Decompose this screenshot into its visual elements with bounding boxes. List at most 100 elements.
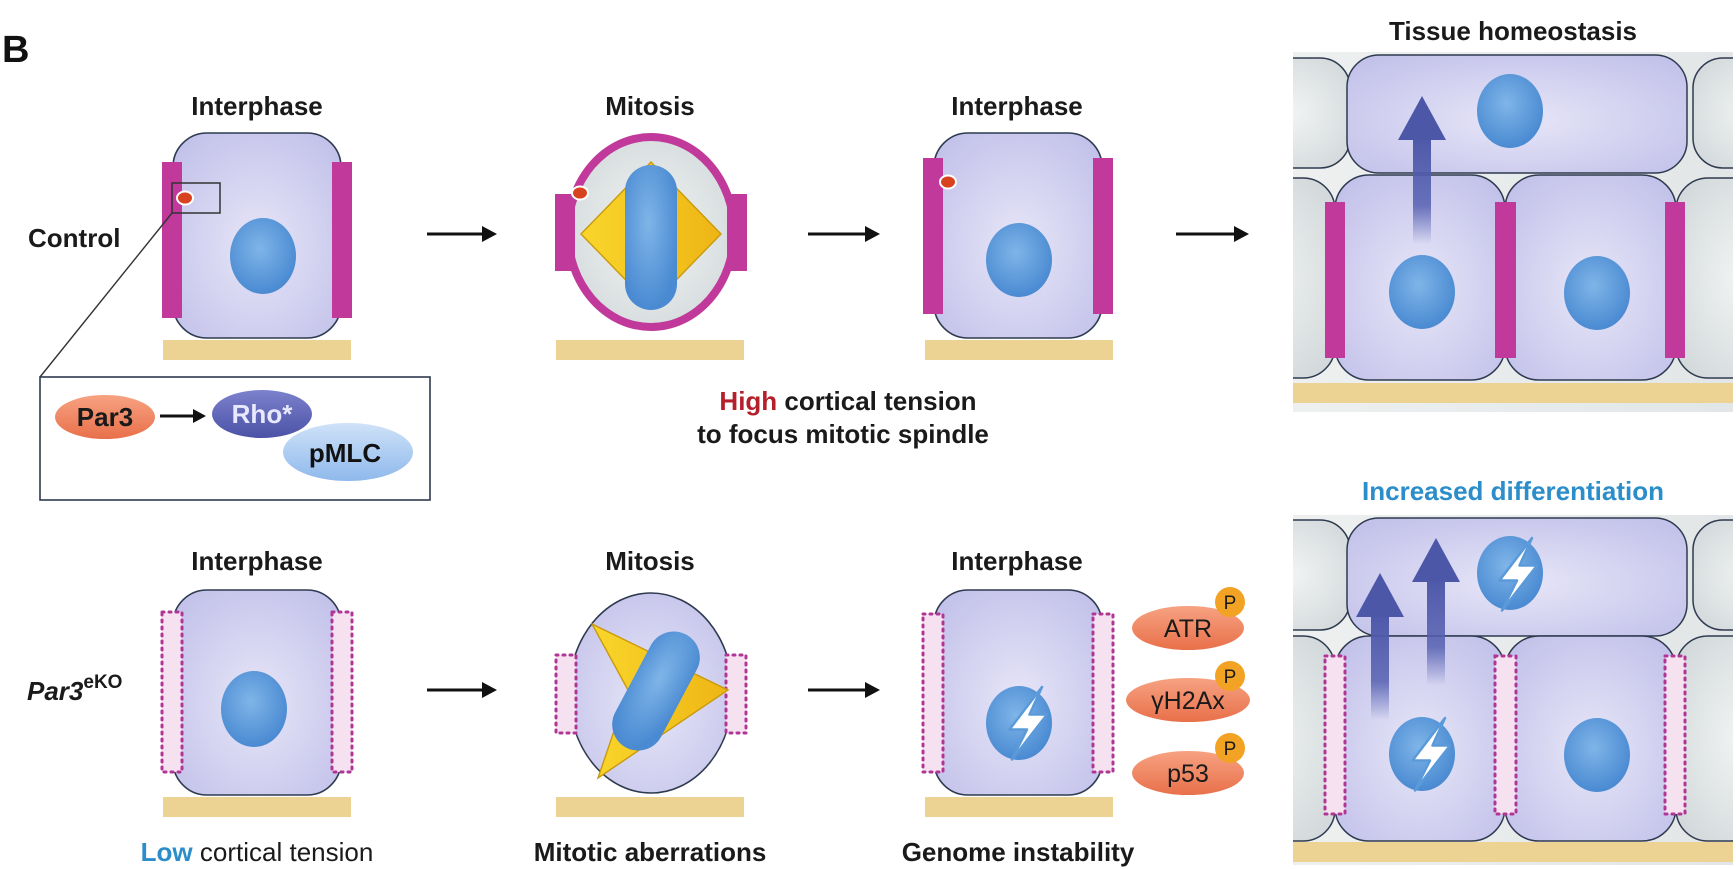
control-caption-line2: to focus mitotic spindle: [697, 419, 989, 449]
nucleus: [1477, 74, 1543, 148]
marker-pill: [1132, 606, 1244, 650]
phospho-label: P: [1224, 593, 1237, 614]
par3-dot: [939, 174, 957, 190]
arrow: [808, 226, 880, 242]
differentiation-arrow-shaft: [1413, 134, 1431, 244]
marker-label: ATR: [1164, 615, 1212, 643]
par3-dot: [176, 190, 194, 206]
basement-membrane: [925, 340, 1113, 360]
tissue-homeostasis-title: Tissue homeostasis: [1389, 16, 1637, 46]
basement-membrane: [163, 340, 351, 360]
knockout-row-label: Par3eKO: [27, 672, 122, 706]
weak-cortex-right: [330, 610, 354, 774]
knockout-mitosis-cell: Mitosis: [554, 546, 748, 817]
marker-p53: p53 P: [1132, 733, 1245, 795]
knockout-caption1: Low cortical tension: [141, 837, 374, 867]
cortex-left: [555, 194, 575, 271]
weak-cortex-band: [1663, 654, 1687, 816]
tissue-homeostasis-diagram: [1293, 52, 1733, 412]
knockout-interphase-cell-2: Interphase: [921, 546, 1115, 817]
knockout-caption3: Genome instability: [902, 837, 1135, 867]
control-stage3-title: Interphase: [951, 91, 1083, 121]
rho-label: Rho*: [232, 399, 294, 429]
misaligned-chromosomes: [612, 631, 700, 751]
high-keyword: High: [719, 386, 777, 416]
cortex-left: [923, 158, 943, 314]
marker-gh2ax: γH2Ax P: [1126, 661, 1250, 722]
control-row-label: Control: [28, 223, 120, 253]
par3-dot: [571, 185, 589, 201]
knockout-stage2-title: Mitosis: [605, 546, 695, 576]
weak-cortex-right: [1091, 612, 1115, 774]
pmlc-pill: [283, 423, 413, 481]
knockout-stage1-title: Interphase: [191, 546, 323, 576]
weak-cortex-left: [554, 653, 578, 735]
par3-label: Par3: [77, 402, 133, 432]
increased-differentiation-title: Increased differentiation: [1362, 476, 1664, 506]
weak-cortex-band: [1493, 654, 1518, 816]
neighbor-cell: [1692, 57, 1733, 169]
knockout-caption2: Mitotic aberrations: [534, 837, 767, 867]
neighbor-cell: [1293, 635, 1336, 842]
basement-membrane: [556, 340, 744, 360]
neighbor-cell: [1293, 519, 1351, 631]
weak-cortex-left: [921, 612, 945, 774]
weak-cortex-left: [160, 610, 184, 774]
differentiation-arrow-head: [1412, 538, 1460, 582]
nucleus: [221, 671, 287, 747]
pmlc-label: pMLC: [309, 438, 381, 468]
phospho-badge: [1215, 661, 1245, 691]
control-stage1-title: Interphase: [191, 91, 323, 121]
nucleus: [1564, 718, 1630, 792]
rho-pill: [212, 390, 312, 438]
basement-membrane: [1293, 383, 1733, 403]
phospho-badge: [1215, 733, 1245, 763]
cortex-band: [1495, 202, 1516, 358]
knockout-interphase-cell: Interphase: [160, 546, 354, 817]
nucleus: [1389, 255, 1455, 329]
nucleus: [230, 218, 296, 294]
cortex-band: [1665, 202, 1685, 358]
neighbor-cell: [1293, 57, 1351, 169]
marker-pill: [1132, 751, 1244, 795]
control-mitosis-cell: Mitosis: [555, 91, 747, 360]
inset-arrow-head: [193, 409, 206, 423]
neighbor-cell: [1293, 177, 1336, 379]
arrow: [1176, 226, 1249, 242]
knockout-label-sup: eKO: [83, 672, 122, 693]
caption-rest: cortical tension: [193, 837, 374, 867]
cortex-band: [1325, 202, 1345, 358]
arrow: [427, 226, 497, 242]
arrow: [427, 682, 497, 698]
basement-membrane: [925, 797, 1113, 817]
pathway-inset: Par3 pMLC Rho*: [39, 376, 431, 501]
phospho-label: P: [1224, 667, 1237, 688]
neighbor-cell: [1692, 519, 1733, 631]
differentiation-arrow-head: [1356, 573, 1404, 617]
cortex-right: [1093, 158, 1113, 314]
zoom-box: [171, 182, 221, 214]
knockout-label-main: Par3: [27, 676, 84, 706]
control-caption-line1: High cortical tension: [719, 386, 976, 416]
marker-pill: [1126, 678, 1250, 722]
control-interphase-cell-2: Interphase: [923, 91, 1113, 360]
arrow: [808, 682, 880, 698]
basement-membrane: [163, 797, 351, 817]
cortex-right: [332, 162, 352, 318]
control-stage2-title: Mitosis: [605, 91, 695, 121]
differentiation-arrow-head: [1398, 96, 1446, 140]
knockout-stage3-title: Interphase: [951, 546, 1083, 576]
differentiation-arrow-shaft: [1427, 575, 1445, 685]
increased-differentiation-diagram: [1293, 515, 1733, 865]
basement-membrane: [1293, 842, 1733, 862]
panel-letter: B: [2, 29, 29, 71]
basement-membrane: [556, 797, 744, 817]
phospho-label: P: [1224, 739, 1237, 760]
zoom-line-1: [39, 212, 173, 378]
marker-label: p53: [1167, 760, 1209, 788]
weak-cortex-band: [1323, 654, 1347, 816]
marker-label: γH2Ax: [1151, 687, 1225, 715]
low-keyword: Low: [141, 837, 194, 867]
par3-pill: [55, 395, 155, 439]
